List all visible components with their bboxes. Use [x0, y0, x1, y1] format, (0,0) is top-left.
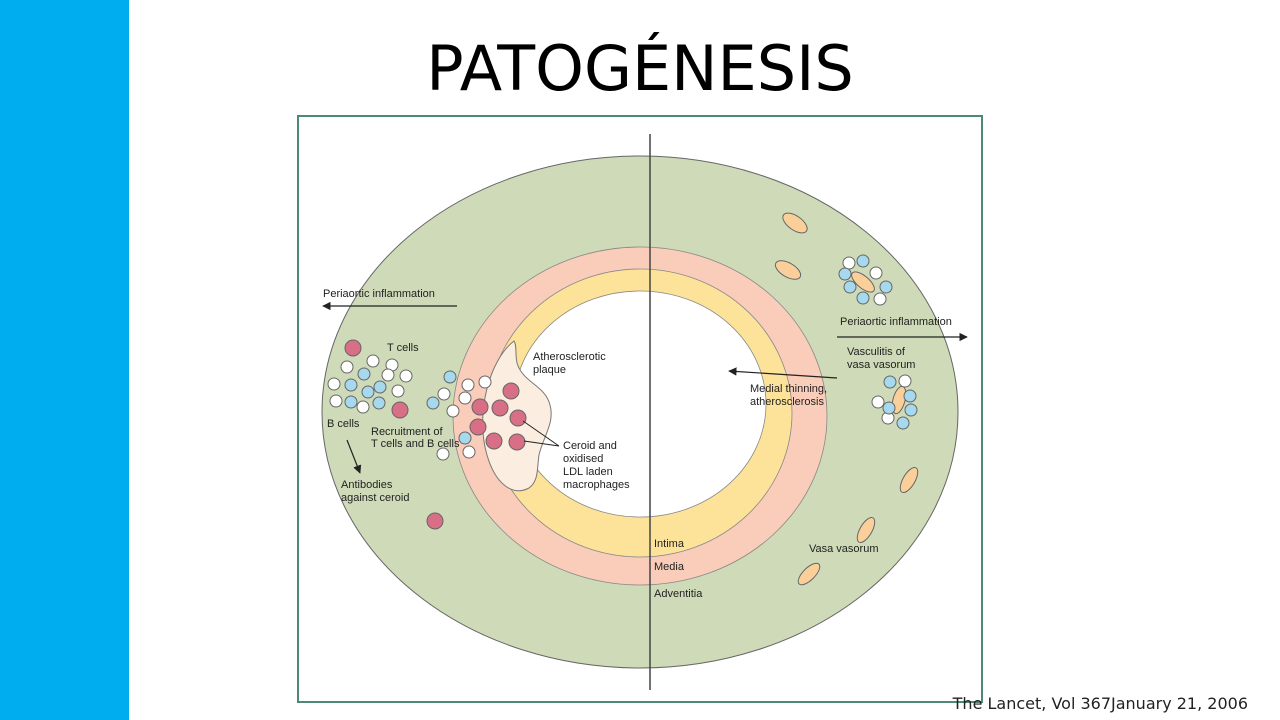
label-vasculitis-2: vasa vasorum — [847, 359, 915, 371]
pathogenesis-figure: Periaortic inflammation T cells B cells … — [297, 115, 983, 703]
pointer-ceroid-2 — [523, 440, 560, 447]
aorta-cross-section-diagram: Periaortic inflammation T cells B cells … — [297, 115, 983, 703]
label-vasculitis-1: Vasculitis of — [847, 346, 906, 358]
vasculitis-cluster-lower — [871, 374, 918, 430]
accent-sidebar — [0, 0, 129, 720]
arrow-medial-thinning — [728, 367, 838, 379]
slide-title: PATOGÉNESIS — [426, 32, 854, 105]
arrow-antibodies — [346, 439, 362, 474]
label-ceroid-1: Ceroid and — [563, 440, 617, 452]
citation: The Lancet, Vol 367January 21, 2006 — [952, 694, 1248, 713]
label-periaortic-right: Periaortic inflammation — [840, 316, 952, 328]
label-t-cells: T cells — [387, 342, 419, 354]
label-recruitment-2: T cells and B cells — [371, 438, 460, 450]
pointer-ceroid-1 — [522, 420, 560, 447]
label-adventitia: Adventitia — [654, 588, 703, 600]
label-vasa-vasorum: Vasa vasorum — [809, 543, 879, 555]
label-periaortic-left: Periaortic inflammation — [323, 288, 435, 300]
label-medial-2: atherosclerosis — [750, 396, 824, 408]
label-intima: Intima — [654, 538, 685, 550]
label-recruitment-1: Recruitment of — [371, 426, 443, 438]
vasculitis-cluster-upper — [838, 254, 893, 306]
vasa-vasorum-vessels — [774, 212, 919, 586]
macrophages — [469, 382, 527, 451]
label-plaque-1: Atherosclerotic — [533, 351, 606, 363]
label-plaque-2: plaque — [533, 364, 566, 376]
label-ceroid-4: macrophages — [563, 479, 630, 491]
lumen — [513, 290, 767, 518]
label-ceroid-2: oxidised — [563, 453, 603, 465]
label-ceroid-3: LDL laden — [563, 466, 613, 478]
label-antibodies-1: Antibodies — [341, 479, 393, 491]
recruited-cells — [426, 370, 492, 461]
label-media: Media — [654, 561, 685, 573]
label-b-cells: B cells — [327, 418, 360, 430]
label-medial-1: Medial thinning, — [750, 383, 827, 395]
t-b-cell-cluster — [327, 339, 444, 530]
label-antibodies-2: against ceroid — [341, 492, 410, 504]
